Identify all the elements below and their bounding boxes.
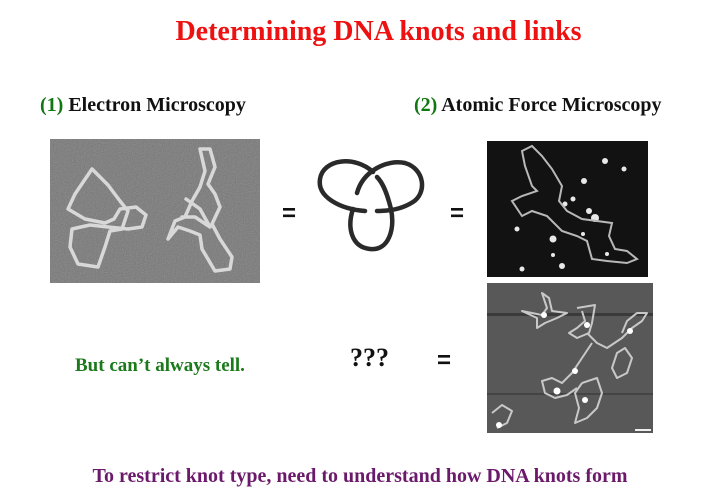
- electron-micrograph-image: [50, 139, 260, 283]
- scale-bar: [635, 429, 651, 431]
- trefoil-knot-icon: [317, 159, 425, 252]
- equals-sign-2: =: [450, 200, 465, 227]
- afm-image-1: [487, 141, 648, 277]
- equals-sign-1: =: [282, 200, 297, 227]
- caveat-text: But can’t always tell.: [75, 355, 245, 376]
- method-2-number: (2): [414, 94, 438, 116]
- method-1-number: (1): [40, 94, 64, 116]
- equals-sign-3: =: [437, 347, 452, 374]
- afm-image-2: [487, 283, 653, 433]
- method-1-label: Electron Microscopy: [68, 94, 246, 116]
- trefoil-knot-diagram: [315, 157, 427, 252]
- slide-title: Determining DNA knots and links: [175, 16, 582, 47]
- method-2-heading: (2) Atomic Force Microscopy: [414, 94, 662, 117]
- method-1-heading: (1) Electron Microscopy: [40, 94, 246, 117]
- method-2-label: Atomic Force Microscopy: [441, 94, 662, 116]
- footer-statement: To restrict knot type, need to understan…: [92, 465, 628, 487]
- unknown-question-marks: ???: [350, 343, 389, 372]
